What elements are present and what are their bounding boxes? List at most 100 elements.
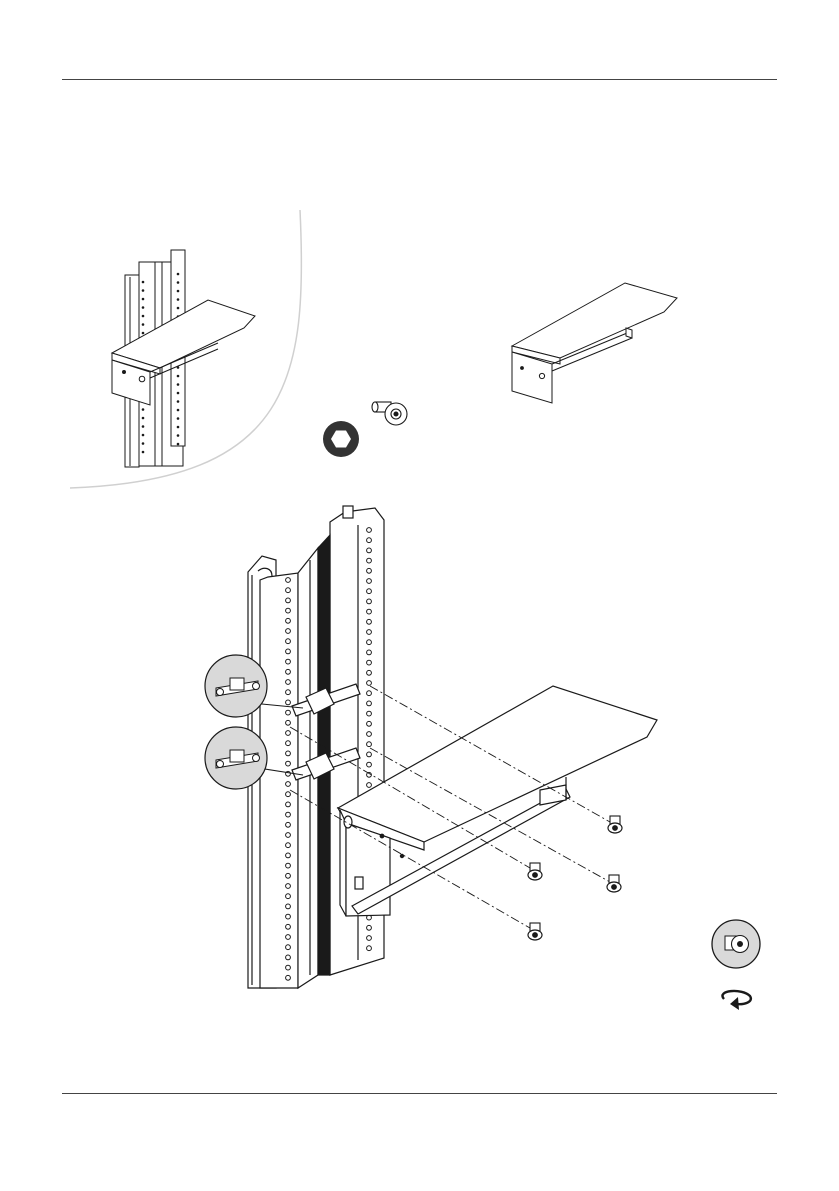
rail-hole [367, 925, 372, 930]
rail-with-shelf [112, 250, 255, 467]
rail-hole [286, 578, 291, 583]
rail-hole [286, 629, 291, 634]
rail-hole [286, 741, 291, 746]
rail-hole [286, 710, 291, 715]
rail-hole [177, 298, 180, 301]
rail-hole [286, 975, 291, 980]
rail-hole [286, 639, 291, 644]
rail-hole [286, 853, 291, 858]
rail-hole [142, 442, 145, 445]
rail-hole [177, 273, 180, 276]
rail-hole [286, 649, 291, 654]
rail-hole [286, 822, 291, 827]
rail-hole [286, 608, 291, 613]
rail-hole [286, 873, 291, 878]
rail-hole [142, 408, 145, 411]
rail-hole [286, 751, 291, 756]
rail-hole [367, 691, 372, 696]
rail-hole [142, 425, 145, 428]
rail-hole [142, 306, 145, 309]
rail-hole [367, 538, 372, 543]
rail-hole [367, 783, 372, 788]
rail-hole [142, 323, 145, 326]
rail-hole [177, 400, 180, 403]
rail-hole [367, 670, 372, 675]
rail-hole [286, 598, 291, 603]
rail-hole [286, 761, 291, 766]
overview-panel [70, 210, 677, 488]
rail-hole [177, 409, 180, 412]
main-assembly [248, 506, 657, 988]
rail-hole [367, 742, 372, 747]
rail-hole [177, 281, 180, 284]
rail-hole [367, 752, 372, 757]
rail-hole [286, 618, 291, 623]
rail-hole [286, 782, 291, 787]
rail-hole [286, 884, 291, 889]
rail-hole [177, 307, 180, 310]
rail-hole [286, 904, 291, 909]
rail-hole [367, 701, 372, 706]
rail-hole [142, 332, 145, 335]
rail-hole [367, 946, 372, 951]
rail-hole [142, 281, 145, 284]
rail-hole [142, 434, 145, 437]
rail-hole [286, 914, 291, 919]
rail-hole [286, 935, 291, 940]
rail-hole [177, 392, 180, 395]
rotate-clockwise-icon [722, 991, 750, 1010]
rail-hole [177, 383, 180, 386]
rail-hole [177, 426, 180, 429]
rail-hole [286, 700, 291, 705]
rail-hole [367, 599, 372, 604]
hex-socket-icon [323, 421, 359, 457]
rail-hole [177, 434, 180, 437]
rail-hole [286, 812, 291, 817]
rail-hole [286, 792, 291, 797]
rail-hole [142, 315, 145, 318]
rail-hole [286, 955, 291, 960]
rail-hole [286, 680, 291, 685]
screw-icon [372, 402, 407, 425]
rail-hole [367, 579, 372, 584]
rail-hole [286, 833, 291, 838]
rail-hole [142, 298, 145, 301]
rail-hole [286, 659, 291, 664]
rail-hole [286, 731, 291, 736]
rail-hole [367, 619, 372, 624]
rail-hole [367, 589, 372, 594]
rail-hole [367, 660, 372, 665]
rail-hole [367, 650, 372, 655]
rail-hole [286, 669, 291, 674]
rail-hole [367, 711, 372, 716]
rail-hole [367, 640, 372, 645]
rail-hole [177, 443, 180, 446]
rail-hole [367, 681, 372, 686]
rail-hole [367, 568, 372, 573]
screw [528, 923, 542, 940]
screw [608, 816, 622, 833]
rail-hole [286, 843, 291, 848]
rail-hole [177, 375, 180, 378]
rail-hole [177, 417, 180, 420]
rail-hole [286, 802, 291, 807]
rail-hole [286, 588, 291, 593]
rail-hole [367, 528, 372, 533]
rail-hole [367, 762, 372, 767]
screw-head-icon [712, 920, 760, 968]
rail-hole [286, 924, 291, 929]
rail-hole [367, 936, 372, 941]
loose-shelf [512, 283, 677, 403]
rail-hole [367, 630, 372, 635]
screw [607, 875, 621, 892]
rail-hole [286, 720, 291, 725]
screw [528, 863, 542, 880]
rail-hole [286, 945, 291, 950]
rail-hole [286, 690, 291, 695]
rail-hole [367, 732, 372, 737]
rail-hole [367, 558, 372, 563]
rail-hole [286, 894, 291, 899]
rail-hole [177, 290, 180, 293]
rail-hole [142, 289, 145, 292]
